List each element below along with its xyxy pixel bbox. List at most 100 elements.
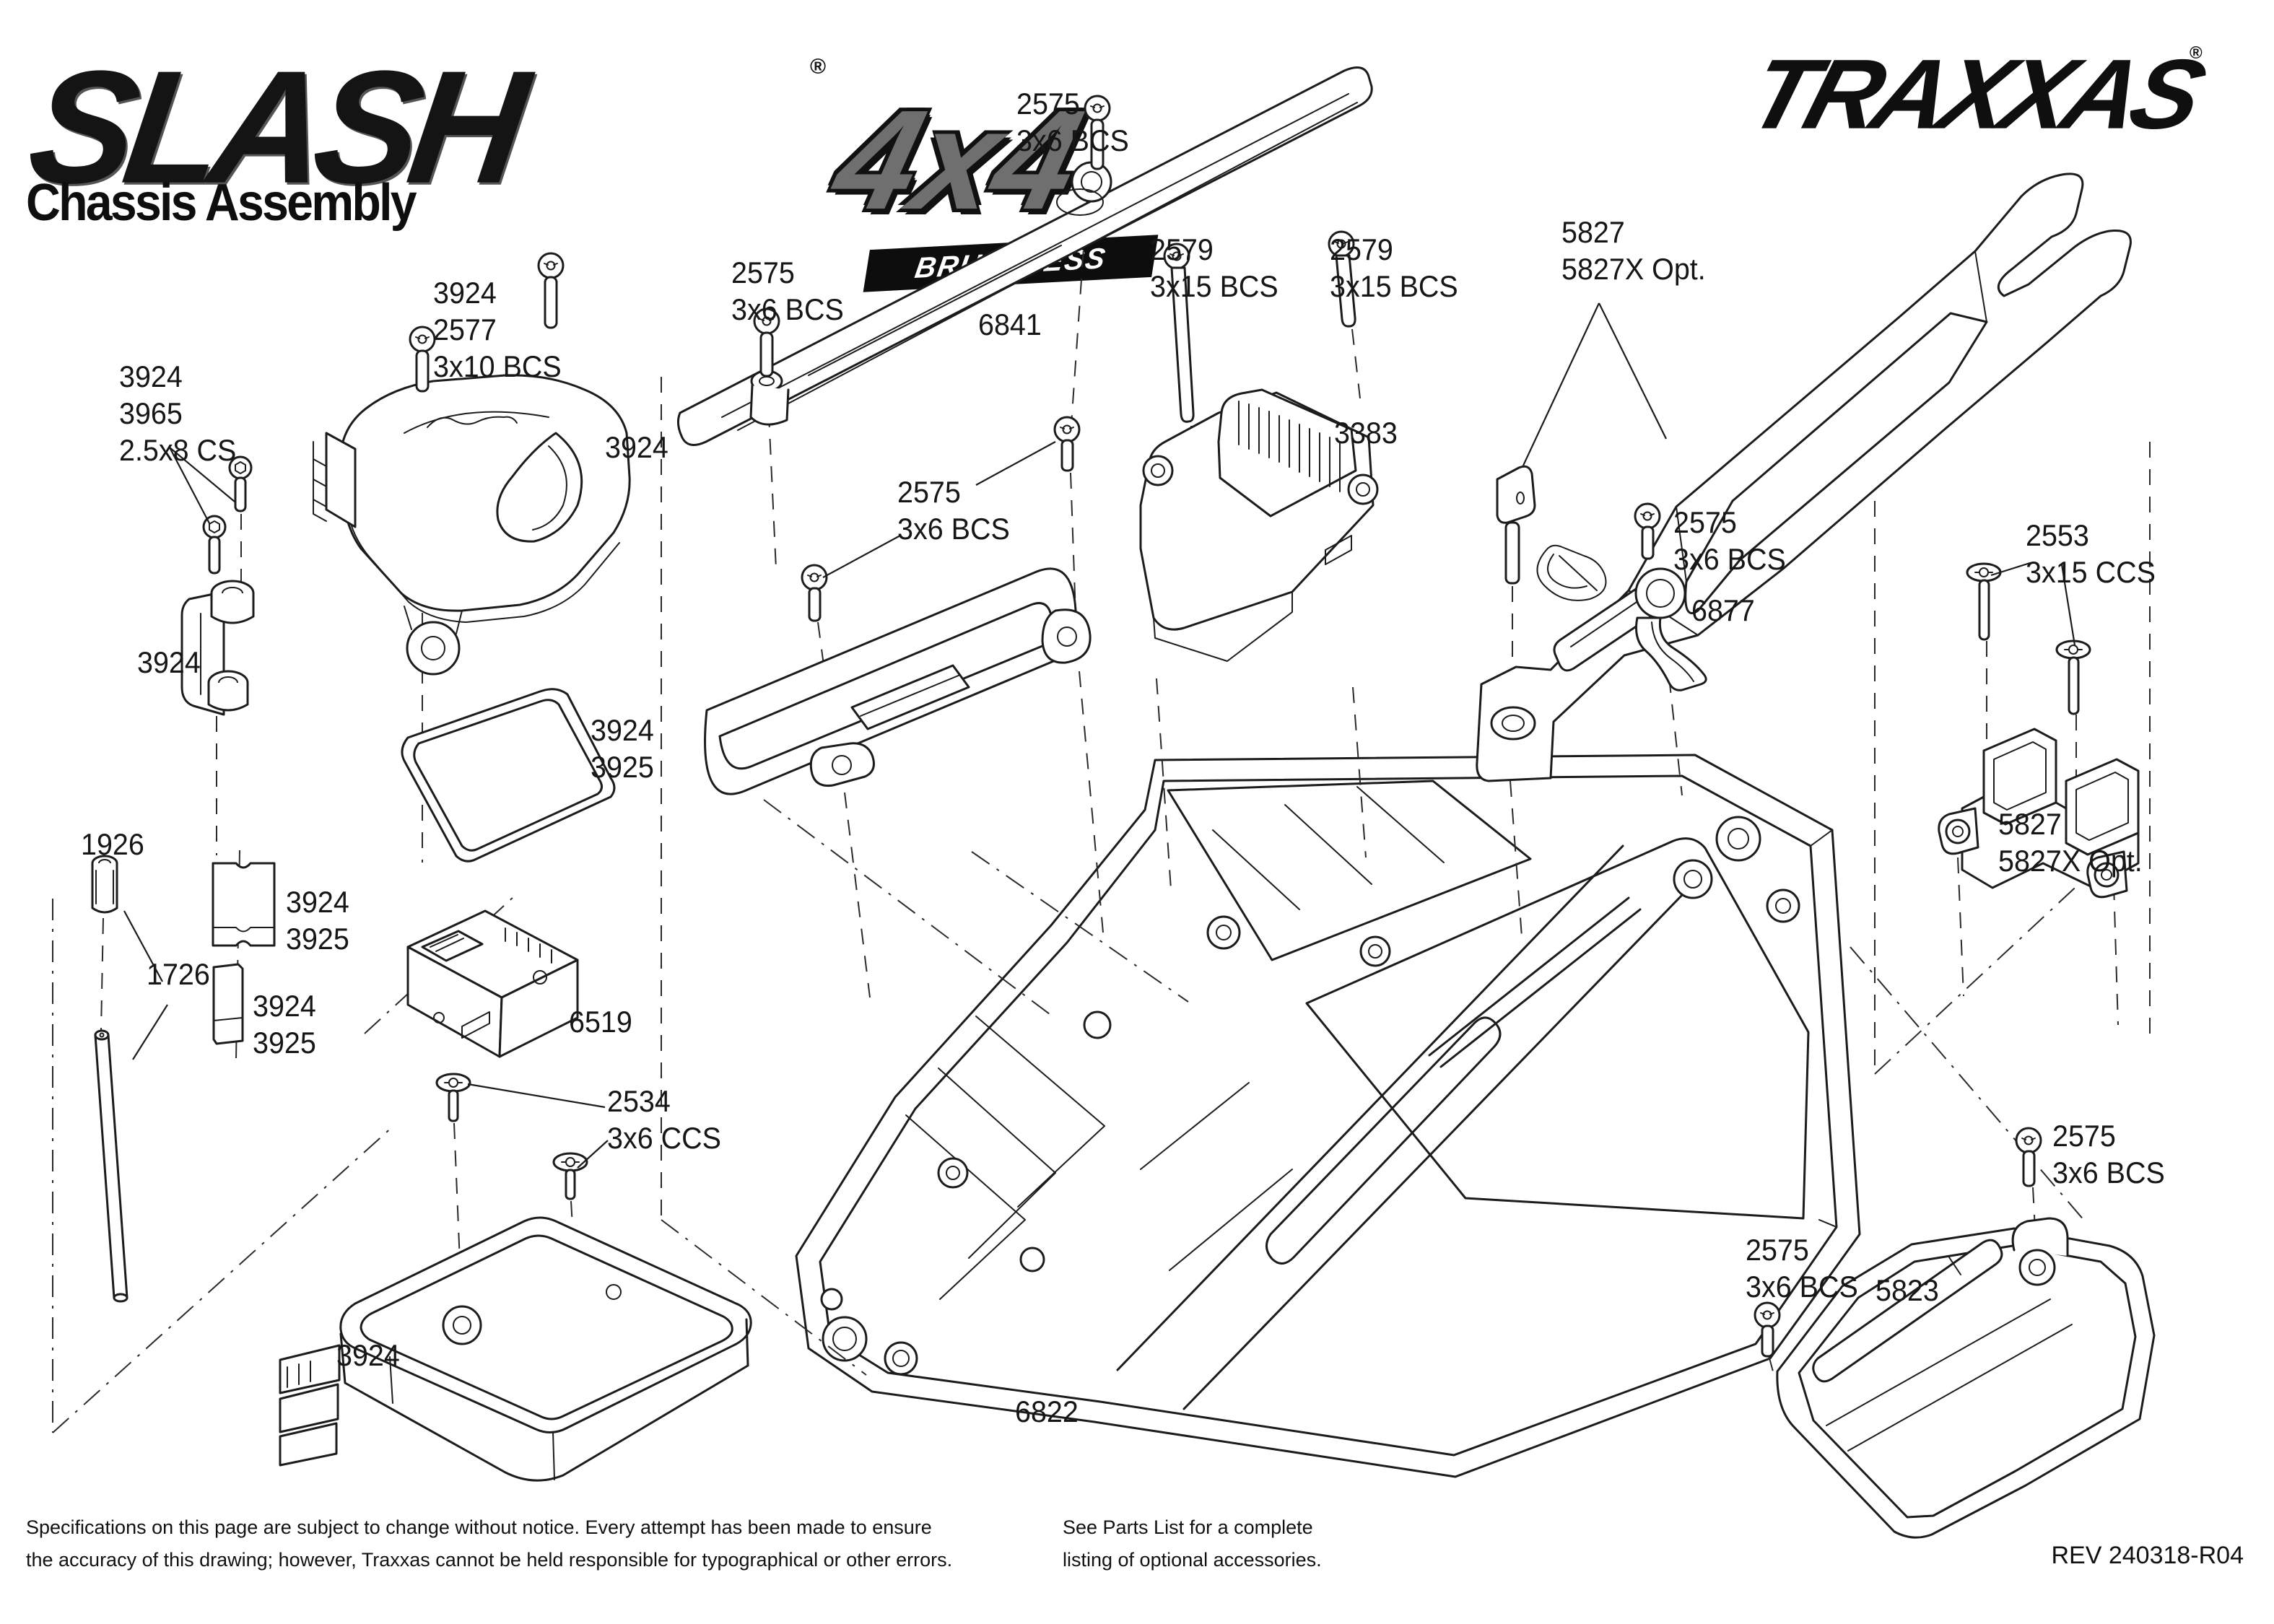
screw-2579-b [1328, 230, 1356, 328]
part-label-esc-screw-2579-b-line2: 3x15 BCS [1330, 269, 1458, 303]
part-label-antenna-cap-1926-line1: 1926 [81, 827, 144, 861]
part-label-frame-screws-2575-line1: 2575 [897, 475, 961, 509]
part-pad-a-3924-3925 [212, 862, 276, 947]
part-label-cover-3924-line1: 3924 [605, 430, 668, 464]
part-label-antenna-cap-1926: 1926 [81, 826, 144, 863]
part-label-clamp-6877-line1: 6877 [1691, 593, 1755, 627]
part-label-screw-top-2575-line1: 2575 [1016, 87, 1080, 121]
screw-2575-clamp [1634, 502, 1661, 560]
part-label-brace-5827-line1: 5827 [1561, 215, 1625, 249]
screw-2575-tray-left [1754, 1301, 1781, 1358]
part-battery-frame [704, 567, 1092, 795]
page-title: Chassis Assembly [26, 174, 417, 232]
traxxas-logo-registered-icon: ® [2190, 43, 2203, 63]
part-receiver-box-3924 [279, 1216, 752, 1482]
slash-logo-registered-icon: ® [810, 55, 827, 79]
part-label-mount-screws-2553-line2: 3x15 CCS [2026, 555, 2156, 589]
part-battery-strap-6841 [676, 66, 1373, 446]
footer-note-line2: listing of optional accessories. [1063, 1549, 1322, 1571]
part-label-seal-3924-3925-line1: 3924 [591, 713, 654, 747]
part-label-tray-5823: 5823 [1876, 1272, 1939, 1309]
footer-disclaimer-line2: the accuracy of this drawing; however, T… [26, 1549, 953, 1571]
part-label-brace-5827-line2: 5827X Opt. [1561, 252, 1706, 286]
part-label-esc-screw-2579-a-line2: 3x15 BCS [1150, 269, 1278, 303]
part-label-clamp-screw-2575-line1: 2575 [1673, 505, 1737, 539]
part-receiver-cover-3924 [313, 374, 631, 676]
part-label-pad-b-3924-3925-line2: 3925 [253, 1026, 316, 1060]
screw-2579-a [1163, 243, 1195, 423]
part-label-cover-side-screws-cs-line1: 3924 [119, 359, 183, 393]
screw-2553-b [2055, 639, 2091, 715]
part-label-antenna-tube-1726-line1: 1726 [147, 957, 210, 991]
part-label-mount-5827-line1: 5827 [1998, 807, 2062, 841]
part-label-cover-screws-3x10-line2: 2577 [433, 313, 497, 346]
part-tray-5823 [1776, 1217, 2156, 1539]
part-label-tray-screw-left-2575-line1: 2575 [1746, 1233, 1809, 1267]
part-antenna-tube-1726 [94, 1029, 128, 1303]
part-receiver-6519 [406, 909, 579, 1058]
screw-3x10-b [537, 252, 565, 329]
screw-2534-b [552, 1152, 588, 1200]
leader-lines [123, 302, 2076, 1169]
screw-2575-tray-top [2015, 1127, 2042, 1187]
part-label-chassis-6822-line1: 6822 [1015, 1394, 1079, 1428]
part-label-tray-screw-left-2575-line2: 3x6 BCS [1746, 1270, 1858, 1304]
part-hinge-3924 [180, 580, 255, 716]
part-label-esc-screw-2579-b-line1: 2579 [1330, 232, 1393, 266]
part-label-cover-side-screws-cs-line2: 3965 [119, 396, 183, 430]
part-label-esc-screw-2579-a-line1: 2579 [1150, 232, 1214, 266]
screw-2534-a [435, 1073, 471, 1122]
traxxas-logo: TRAXXAS ® [1737, 38, 2244, 160]
traxxas-script [427, 416, 518, 428]
part-body-clip-5827 [1536, 544, 1607, 601]
screw-2575-frame-top [1053, 416, 1081, 472]
part-label-tray-screw-top-2575-line1: 2575 [2052, 1119, 2116, 1153]
part-label-chassis-6822: 6822 [1015, 1393, 1079, 1430]
screw-2p5x8-b [202, 515, 227, 575]
part-pull-pin-5827 [1496, 465, 1536, 585]
part-label-box-3924: 3924 [336, 1337, 400, 1374]
screw-2575-frame-left [801, 564, 828, 622]
part-label-pad-a-3924-3925-line1: 3924 [286, 885, 349, 919]
screw-2575-top [1084, 95, 1111, 170]
part-label-tray-screw-top-2575-line2: 3x6 BCS [2052, 1156, 2165, 1189]
part-label-cover-3924: 3924 [605, 429, 668, 466]
screw-2p5x8-a [228, 455, 253, 512]
part-label-esc-3383-line1: 3383 [1334, 416, 1398, 450]
part-label-clamp-6877: 6877 [1691, 592, 1755, 629]
part-label-mount-5827-line2: 5827X Opt. [1998, 844, 2143, 878]
part-label-antenna-tube-1726: 1726 [147, 956, 210, 992]
part-label-pad-a-3924-3925-line2: 3925 [286, 922, 349, 956]
part-label-cover-screws-3x10-line1: 3924 [433, 276, 497, 310]
part-label-hinge-3924-line1: 3924 [137, 645, 201, 679]
part-body-clamp-6877 [1634, 567, 1707, 691]
footer-note: See Parts List for a complete listing of… [1063, 1511, 1322, 1576]
part-label-clamp-screw-2575-line2: 3x6 BCS [1673, 542, 1786, 576]
part-label-mount-screws-2553-line1: 2553 [2026, 518, 2089, 552]
part-cover-seal-3924-3925 [401, 688, 616, 863]
part-label-cover-side-screws-cs-line3: 2.5x8 CS [119, 433, 237, 467]
part-label-tray-5823-line1: 5823 [1876, 1273, 1939, 1307]
part-label-seal-3924-3925-line2: 3925 [591, 750, 654, 784]
part-label-receiver-6519: 6519 [569, 1003, 632, 1040]
footer-revision: REV 240318-R04 [2051, 1542, 2244, 1569]
part-antenna-cap-1926 [91, 855, 118, 914]
part-label-strap-screw-2575-line2: 3x6 BCS [731, 292, 844, 326]
part-mount-5827 [1938, 728, 2140, 899]
part-label-cover-screws-3x10-line3: 3x10 BCS [433, 349, 562, 383]
